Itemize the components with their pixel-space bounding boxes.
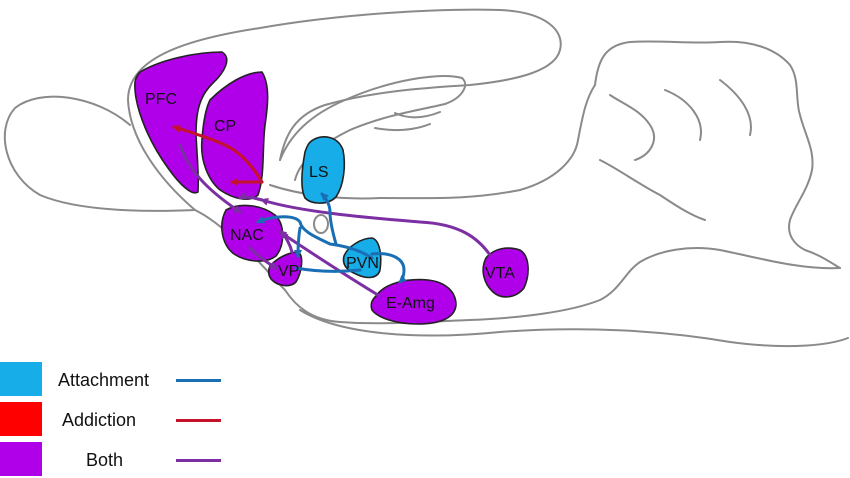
legend: Attachment Addiction Both: [0, 362, 260, 478]
label-nac: NAC: [230, 227, 264, 244]
pathway-purple-eamg-nac: [278, 230, 380, 297]
label-vta: VTA: [485, 265, 515, 282]
pathways: [172, 124, 492, 297]
legend-label-attachment: Attachment: [58, 370, 150, 390]
label-pfc: PFC: [145, 91, 177, 108]
anterior-commissure: [313, 214, 329, 234]
pathway-blue-nac-vp: [294, 226, 303, 258]
cerebellum-outline: [594, 40, 841, 269]
pathway-blue-pvn-ls: [320, 192, 338, 246]
brainstem-outline: [284, 247, 841, 325]
legend-label-both: Both: [86, 450, 124, 470]
legend-row-both: Both: [0, 442, 260, 478]
region-vp[interactable]: [267, 251, 303, 287]
pathway-purple-vta-nac: [260, 197, 492, 257]
region-labels: PFC CP LS NAC PVN VP VTA E-Amg: [145, 91, 515, 312]
legend-row-attachment: Attachment: [0, 362, 260, 398]
pathway-blue-pvn-eamg: [370, 252, 408, 284]
legend-line-addiction: [176, 419, 221, 422]
cortex-outline: [127, 8, 562, 211]
legend-line-attachment: [176, 379, 221, 382]
pathway-blue-vp-pvn: [294, 266, 362, 273]
corpus-callosum-outline: [279, 75, 467, 181]
legend-swatch-attachment: [0, 362, 42, 396]
pathway-blue-pvn-nac: [256, 215, 374, 260]
brain-outline: [3, 8, 849, 348]
hippocampus-outline: [269, 84, 596, 200]
region-eamg[interactable]: [370, 278, 457, 325]
legend-swatch-both: [0, 442, 42, 476]
cerebellum-folia: [599, 79, 752, 221]
label-vp: VP: [278, 263, 299, 280]
label-ls: LS: [309, 164, 329, 181]
region-vta[interactable]: [482, 247, 529, 298]
ventral-lower-outline: [299, 309, 849, 348]
region-cp[interactable]: [200, 71, 269, 200]
pathway-purple-nac-cp: [238, 192, 264, 202]
legend-swatch-addiction: [0, 402, 42, 436]
region-pfc[interactable]: [134, 51, 228, 194]
label-eamg: E-Amg: [386, 295, 435, 312]
pathway-red-cp-pfc: [172, 124, 264, 184]
legend-label-addiction: Addiction: [62, 410, 137, 430]
regions: [134, 51, 529, 325]
olfactory-bulb-outline: [3, 95, 196, 212]
region-ls[interactable]: [301, 136, 346, 204]
aqueduct-outline: [374, 111, 441, 132]
label-pvn: PVN: [346, 255, 379, 272]
legend-row-addiction: Addiction: [0, 402, 260, 438]
pathway-purple-pfc-nac: [178, 143, 242, 214]
pathway-purple-nac-vp: [248, 246, 278, 270]
legend-line-both: [176, 459, 221, 462]
label-cp: CP: [214, 118, 236, 135]
